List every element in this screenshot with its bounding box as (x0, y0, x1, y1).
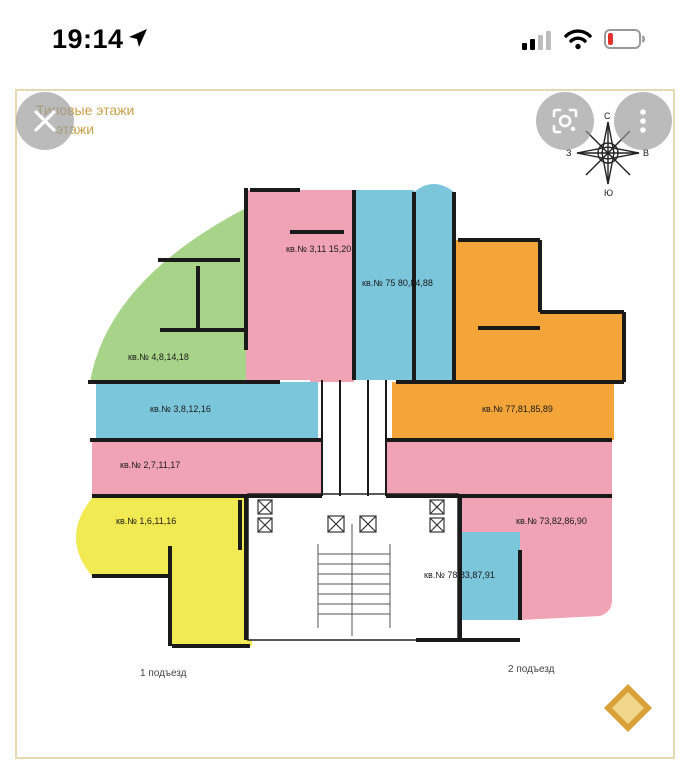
label-pink-right: кв.№ 73,82,86,90 (516, 516, 587, 526)
apartment-pink-left (92, 440, 322, 496)
status-time: 19:14 (52, 24, 124, 54)
label-pink-left: кв.№ 2,7,11,17 (120, 460, 180, 470)
developer-logo (604, 684, 652, 732)
lens-search-button[interactable] (536, 92, 594, 150)
more-options-button[interactable] (614, 92, 672, 150)
label-green-top-left: кв.№ 4,8,14,18 (128, 352, 189, 362)
more-vertical-icon (640, 109, 646, 133)
lens-search-icon (552, 108, 578, 134)
close-button[interactable] (16, 92, 74, 150)
apartment-blue-left (96, 382, 318, 440)
compass-south: Ю (604, 188, 613, 198)
label-pink-top: кв.№ 3,11 15,20 (286, 244, 351, 254)
apartment-blue-top (354, 184, 454, 380)
wifi-icon (564, 29, 592, 50)
compass-east: В (643, 148, 649, 158)
entrance-1-label: 1 подъезд (140, 668, 187, 679)
label-blue-top: кв.№ 75 80,84,88 (362, 278, 433, 288)
close-icon (34, 110, 56, 132)
label-blue-left: кв.№ 3,8,12,16 (150, 404, 211, 414)
entrance-2-label: 2 подъезд (508, 664, 555, 675)
compass-north: С (604, 111, 611, 121)
stair-core (247, 493, 459, 641)
label-orange-right: кв.№ 77,81,85,89 (482, 404, 553, 414)
compass-west: З (566, 148, 571, 158)
label-yellow-left: кв.№ 1,6,11,16 (116, 516, 176, 526)
image-viewer[interactable]: Типовые этажи этажи С Ю З В (0, 80, 690, 768)
apartment-green-top-left (90, 208, 246, 382)
floor-plan-image[interactable]: Типовые этажи этажи С Ю З В (0, 80, 690, 768)
battery-low-icon (604, 29, 645, 49)
compass-rose: С Ю З В (566, 111, 649, 198)
apartment-orange-right (392, 382, 614, 440)
cellular-signal-icon (522, 31, 551, 50)
label-blue-bottom: кв.№ 78,83,87,91 (424, 570, 495, 580)
walls (88, 188, 626, 648)
location-arrow-icon (129, 29, 147, 47)
status-bar: 19:14 (0, 0, 690, 80)
apartment-pink-right (386, 440, 612, 620)
